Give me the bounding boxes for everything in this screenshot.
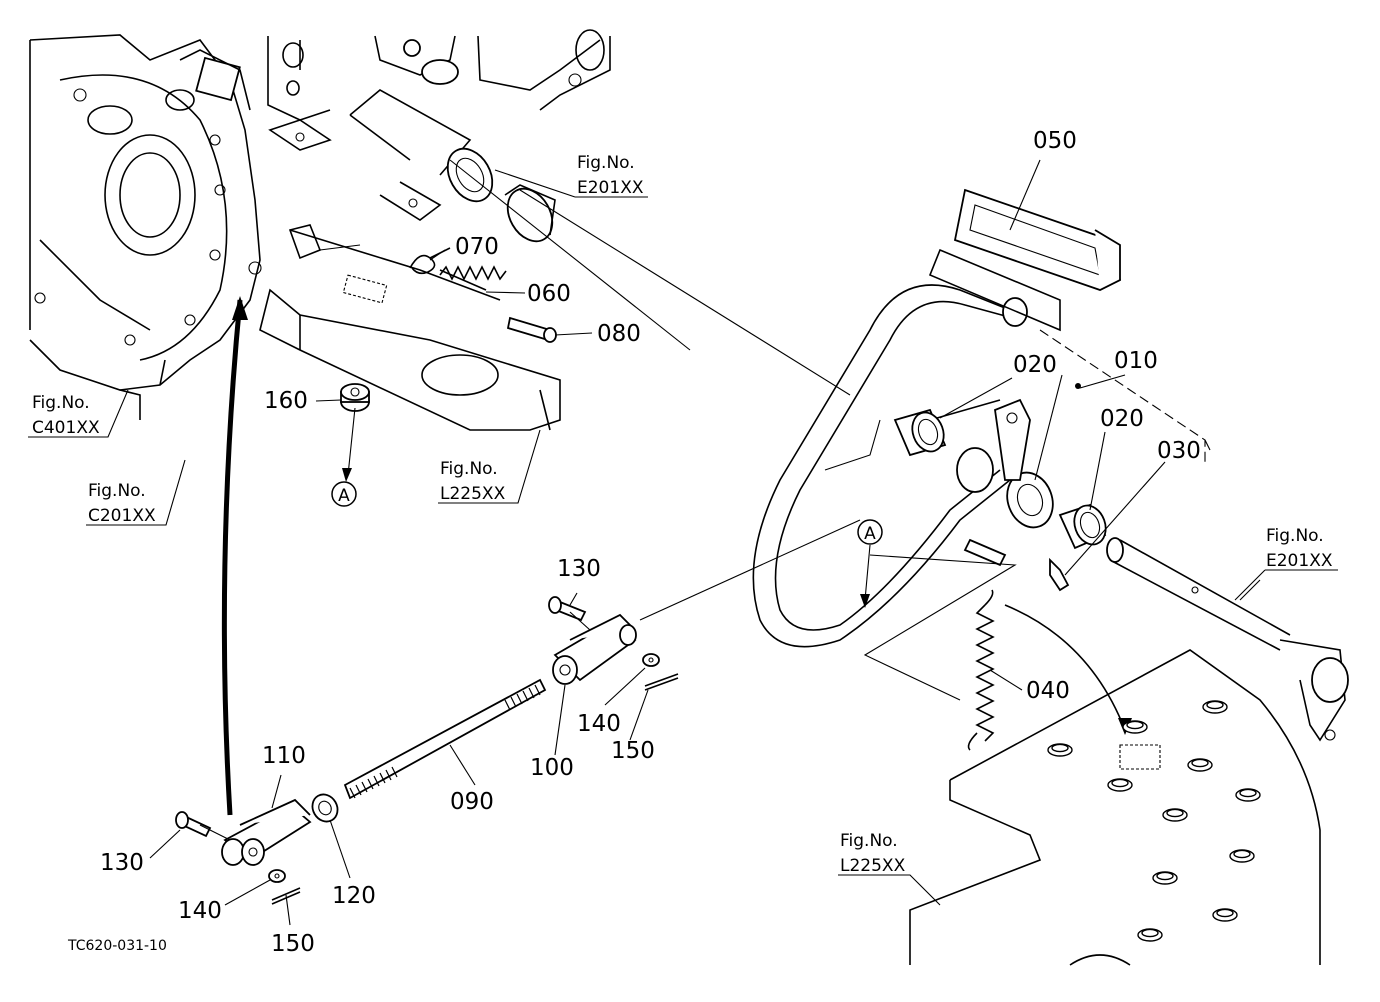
reference-marker-a-right: A: [857, 519, 883, 545]
pin-080: [506, 316, 557, 343]
svg-text:C401XX: C401XX: [32, 418, 100, 438]
fig-ref-l225-mid: Fig.No. L225XX: [440, 459, 506, 504]
fig-ref-c401: Fig.No. C401XX: [32, 393, 100, 438]
label-160: 160: [264, 388, 308, 414]
pin-guide-line: [199, 824, 231, 841]
label-080: 080: [597, 321, 641, 347]
svg-text:Fig.No.: Fig.No.: [440, 459, 498, 479]
label-120: 120: [332, 883, 376, 909]
svg-text:L225XX: L225XX: [840, 856, 906, 876]
drawing-code: TC620-031-10: [67, 938, 167, 954]
pin-130-upper: [548, 596, 587, 622]
grommet-ring: [1141, 928, 1159, 938]
clevis-110: [221, 798, 312, 866]
label-060: 060: [527, 281, 571, 307]
leader-lines: [28, 159, 1338, 926]
grommet-ring: [1156, 871, 1174, 881]
grommet-ring: [1166, 808, 1184, 818]
label-020-right: 020: [1100, 406, 1144, 432]
label-100: 100: [530, 755, 574, 781]
svg-text:Fig.No.: Fig.No.: [32, 393, 90, 413]
grommet-ring: [1126, 720, 1144, 730]
floor-plate: [909, 649, 1321, 966]
svg-text:Fig.No.: Fig.No.: [840, 831, 898, 851]
nut-120: [311, 793, 339, 823]
rod-to-pedal-line: [639, 519, 861, 621]
label-140-lower: 140: [178, 898, 222, 924]
svg-text:C201XX: C201XX: [88, 506, 156, 526]
spring-060: [439, 265, 507, 291]
pin-guide-line-upper: [569, 611, 591, 631]
svg-text:Fig.No.: Fig.No.: [577, 153, 635, 173]
assembly-arrow: [221, 299, 243, 816]
grommet-ring: [1239, 788, 1257, 798]
label-050: 050: [1033, 128, 1077, 154]
return-spring-040: [967, 589, 995, 751]
fig-ref-l225-bottom: Fig.No. L225XX: [840, 831, 906, 876]
pedal-shaft: [1106, 537, 1349, 742]
grommet-ring: [1216, 908, 1234, 918]
washer-140-lower: [268, 869, 286, 883]
label-040: 040: [1026, 678, 1070, 704]
svg-text:E201XX: E201XX: [1266, 551, 1333, 571]
rod-090: [343, 678, 547, 800]
label-130-lower: 130: [100, 850, 144, 876]
fig-ref-e201-top: Fig.No. E201XX: [577, 153, 644, 198]
pedal-stay-bracket: [259, 224, 561, 431]
upper-shaft-assembly: [267, 29, 851, 396]
reference-marker-a-left: A: [331, 481, 357, 507]
fig-ref-e201-right: Fig.No. E201XX: [1266, 526, 1333, 571]
label-140-upper: 140: [577, 711, 621, 737]
label-070: 070: [455, 234, 499, 260]
floor-plate-grommets: [1047, 700, 1261, 942]
grommet-ring: [1233, 849, 1251, 859]
svg-text:Fig.No.: Fig.No.: [88, 481, 146, 501]
clevis-100: [552, 613, 637, 685]
assembly-arrow-head: [232, 296, 248, 320]
nut-160: [340, 383, 370, 412]
svg-text:A: A: [338, 486, 350, 506]
label-150-upper: 150: [611, 738, 655, 764]
label-130-upper: 130: [557, 556, 601, 582]
svg-text:Fig.No.: Fig.No.: [1266, 526, 1324, 546]
grommet-ring: [1206, 700, 1224, 710]
grommet-ring: [1111, 778, 1129, 788]
svg-text:A: A: [864, 524, 876, 544]
svg-text:E201XX: E201XX: [577, 178, 644, 198]
grommet-ring: [1191, 758, 1209, 768]
transmission-housing: [29, 34, 262, 420]
label-030: 030: [1157, 438, 1201, 464]
pin-130-lower: [175, 811, 212, 838]
label-110: 110: [262, 743, 306, 769]
washer-140-upper: [642, 653, 660, 667]
spring-hook-arrow: [1004, 604, 1126, 731]
grease-nipple-030: [1049, 557, 1070, 592]
grommet-ring: [1051, 743, 1069, 753]
bushing-020-left: [893, 408, 947, 457]
clutch-pedal-010: [752, 188, 1211, 701]
label-020-left: 020: [1013, 352, 1057, 378]
label-090: 090: [450, 789, 494, 815]
cotter-pin-150-upper: [644, 673, 679, 691]
label-010: 010: [1114, 348, 1158, 374]
bushing-020-right: [1058, 503, 1107, 550]
label-150-lower: 150: [271, 931, 315, 957]
fig-ref-c201: Fig.No. C201XX: [88, 481, 156, 526]
svg-text:L225XX: L225XX: [440, 484, 506, 504]
